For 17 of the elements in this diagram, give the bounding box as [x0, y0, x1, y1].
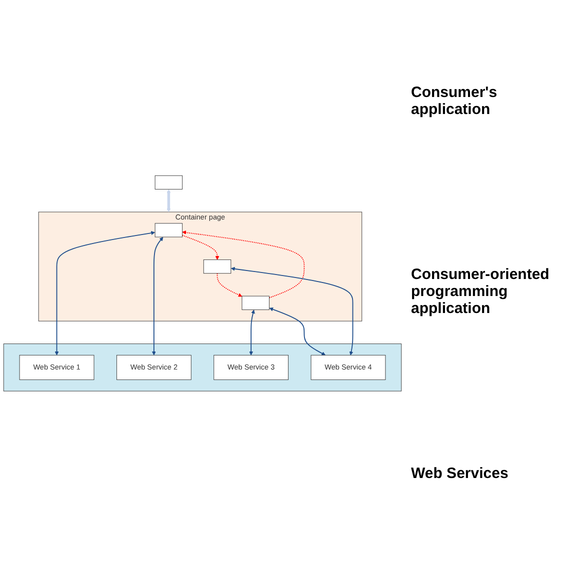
arrow — [269, 307, 326, 355]
label: Consumer-oriented programming application — [411, 266, 550, 317]
label: Web Services — [411, 465, 510, 482]
node-box — [203, 259, 232, 274]
node-box — [242, 296, 270, 310]
label: Consumer's application — [411, 84, 498, 118]
arrow — [166, 188, 171, 212]
arrow — [249, 309, 255, 355]
arrow — [182, 234, 220, 260]
node-box — [154, 222, 183, 237]
arrow — [54, 230, 156, 355]
arrow — [152, 236, 164, 355]
node-box — [154, 175, 183, 190]
arrow — [230, 266, 354, 355]
arrow — [182, 230, 305, 298]
cluster — [3, 343, 402, 391]
arrow — [216, 272, 242, 296]
